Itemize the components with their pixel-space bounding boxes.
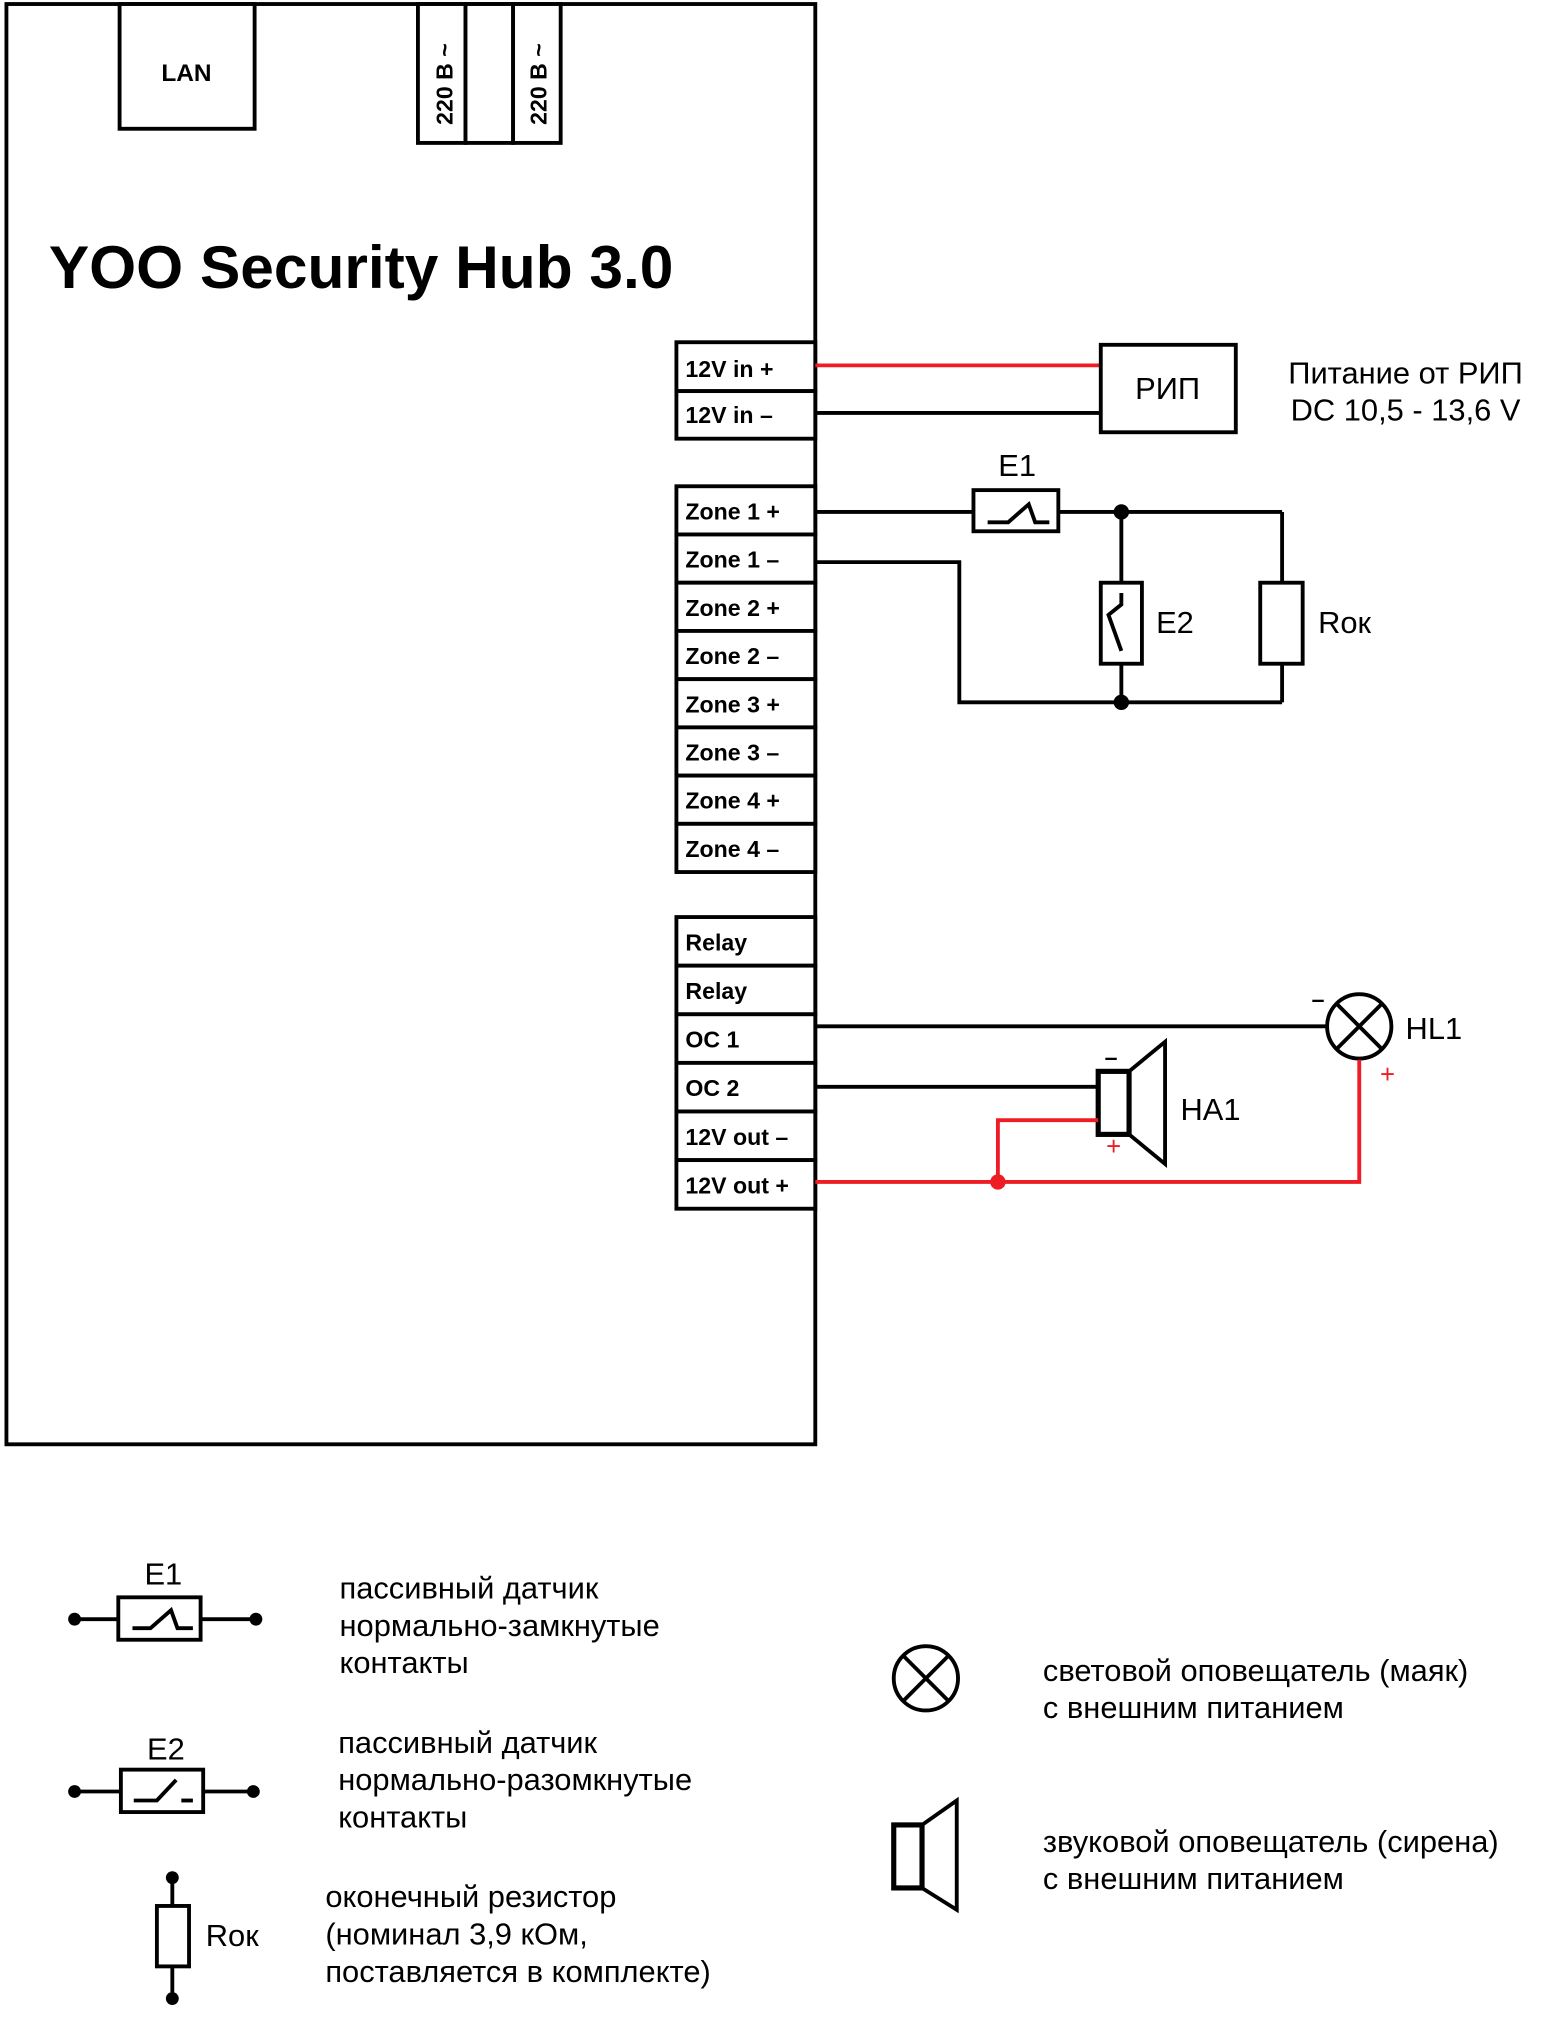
zone-terminal (674, 532, 818, 585)
power-terminal-label-3: 220 В ~ (526, 43, 552, 125)
e1-sensor (971, 488, 1061, 534)
output-terminal-label: Relay (685, 978, 747, 1004)
legend-e2-label: E2 (147, 1731, 185, 1766)
output-terminal-label: 12V out – (685, 1124, 788, 1150)
psu-note-line2: DC 10,5 - 13,6 V (1291, 393, 1521, 428)
legend-e1: E1 пассивный датчик нормально-замкнутые … (68, 1556, 660, 1680)
hl1-minus: – (1312, 986, 1325, 1012)
output-terminal-label: Relay (685, 929, 747, 955)
legend-e1-text-3: контакты (339, 1645, 468, 1680)
zone-terminal-label: Zone 3 – (685, 739, 779, 765)
resistor-icon (154, 1904, 191, 1969)
rok-label: Rок (1318, 605, 1371, 640)
zone-terminal (674, 821, 818, 874)
lamp-icon (1325, 992, 1394, 1061)
rok-resistor (1258, 580, 1305, 666)
psu-box (1098, 342, 1238, 435)
lan-port (117, 2, 257, 131)
output-terminal-label: OC 2 (685, 1075, 739, 1101)
psu-label: РИП (1135, 371, 1200, 406)
ha1-plus: + (1106, 1133, 1121, 1161)
output-terminal (674, 1109, 818, 1163)
output-terminal (674, 1012, 818, 1065)
legend-siren: звуковой оповещатель (сирена) с внешним … (891, 1796, 1499, 1914)
legend-e1-text-1: пассивный датчик (339, 1571, 598, 1606)
siren-icon (1095, 1037, 1167, 1169)
e1-label: E1 (998, 448, 1036, 483)
psu-note-line1: Питание от РИП (1288, 355, 1523, 390)
legend-e2-text-1: пассивный датчик (338, 1725, 597, 1760)
legend-siren-text-1: звуковой оповещатель (сирена) (1043, 1824, 1499, 1859)
legend-rok-text-3: поставляется в комплекте) (325, 1954, 710, 1989)
legend-e1-text-2: нормально-замкнутые (339, 1608, 659, 1643)
legend-rok-text-1: оконечный резистор (325, 1879, 616, 1914)
zone-terminal-label: Zone 4 + (685, 788, 779, 814)
outputs-wiring: – + HL1 – + HA1 (815, 986, 1462, 1190)
nc-contact-icon (987, 500, 1050, 525)
hl1-plus: + (1380, 1061, 1395, 1089)
power-terminal-2 (463, 2, 516, 145)
lamp-icon (891, 1644, 960, 1713)
power-terminal-label-1: 220 В ~ (432, 43, 458, 125)
no-contact-icon (133, 1778, 178, 1803)
ha1-minus: – (1105, 1044, 1118, 1070)
terminals-power-in: 12V in + 12V in – (674, 340, 818, 441)
zone-terminal (674, 629, 818, 682)
zone-terminal-label: Zone 2 – (685, 643, 779, 669)
device-title: YOO Security Hub 3.0 (49, 233, 674, 301)
power-terminal-3 (511, 2, 563, 145)
legend: E1 пассивный датчик нормально-замкнутые … (68, 1556, 1499, 2005)
junction-dot (1113, 694, 1130, 711)
output-terminal (674, 1158, 818, 1211)
legend-rok: Rок оконечный резистор (номинал 3,9 кОм,… (154, 1871, 711, 2005)
legend-siren-text-2: с внешним питанием (1043, 1861, 1344, 1896)
zone-terminal-label: Zone 4 – (685, 836, 779, 862)
legend-e2: E2 пассивный датчик нормально-разомкнуты… (68, 1725, 692, 1835)
zone-terminal-label: Zone 3 + (685, 691, 779, 717)
ha1-label: HA1 (1181, 1092, 1241, 1127)
output-terminal-label: 12V out + (685, 1172, 788, 1198)
terminal-12v-in-plus: 12V in + (685, 356, 773, 382)
legend-lamp-text-2: с внешним питанием (1043, 1690, 1344, 1725)
legend-e2-text-3: контакты (338, 1800, 467, 1835)
legend-rok-label: Rок (206, 1918, 259, 1953)
no-contact-icon (1106, 592, 1124, 652)
power-terminal-1 (416, 2, 468, 145)
e2-label: E2 (1156, 605, 1194, 640)
lan-label: LAN (161, 60, 211, 87)
output-terminal-label: OC 1 (685, 1027, 739, 1053)
hl1-label: HL1 (1406, 1011, 1463, 1046)
legend-lamp: световой оповещатель (маяк) с внешним пи… (891, 1644, 1468, 1725)
nc-contact-icon (132, 1606, 193, 1631)
legend-rok-text-2: (номинал 3,9 кОм, (325, 1917, 588, 1952)
legend-e1-label: E1 (144, 1556, 182, 1591)
zone-terminal-label: Zone 1 + (685, 498, 779, 524)
legend-e2-text-2: нормально-разомкнутые (338, 1762, 692, 1797)
legend-lamp-text-1: световой оповещатель (маяк) (1043, 1653, 1468, 1688)
zone1-loop: E1 E2 Rок (815, 448, 1372, 711)
junction-dot (990, 1174, 1006, 1190)
terminal-12v-in-minus: 12V in – (685, 402, 773, 428)
power-terminal-block: 220 В ~ 220 В ~ (416, 2, 563, 145)
output-terminal (674, 963, 818, 1017)
zone-terminal-label: Zone 2 + (685, 595, 779, 621)
siren-icon (891, 1796, 959, 1914)
zone-terminal-label: Zone 1 – (685, 547, 779, 573)
terminals-zones: Zone 1 + Zone 1 – Zone 2 + Zone 2 – Zone 3 +… (674, 484, 818, 874)
junction-dot (1113, 504, 1130, 520)
